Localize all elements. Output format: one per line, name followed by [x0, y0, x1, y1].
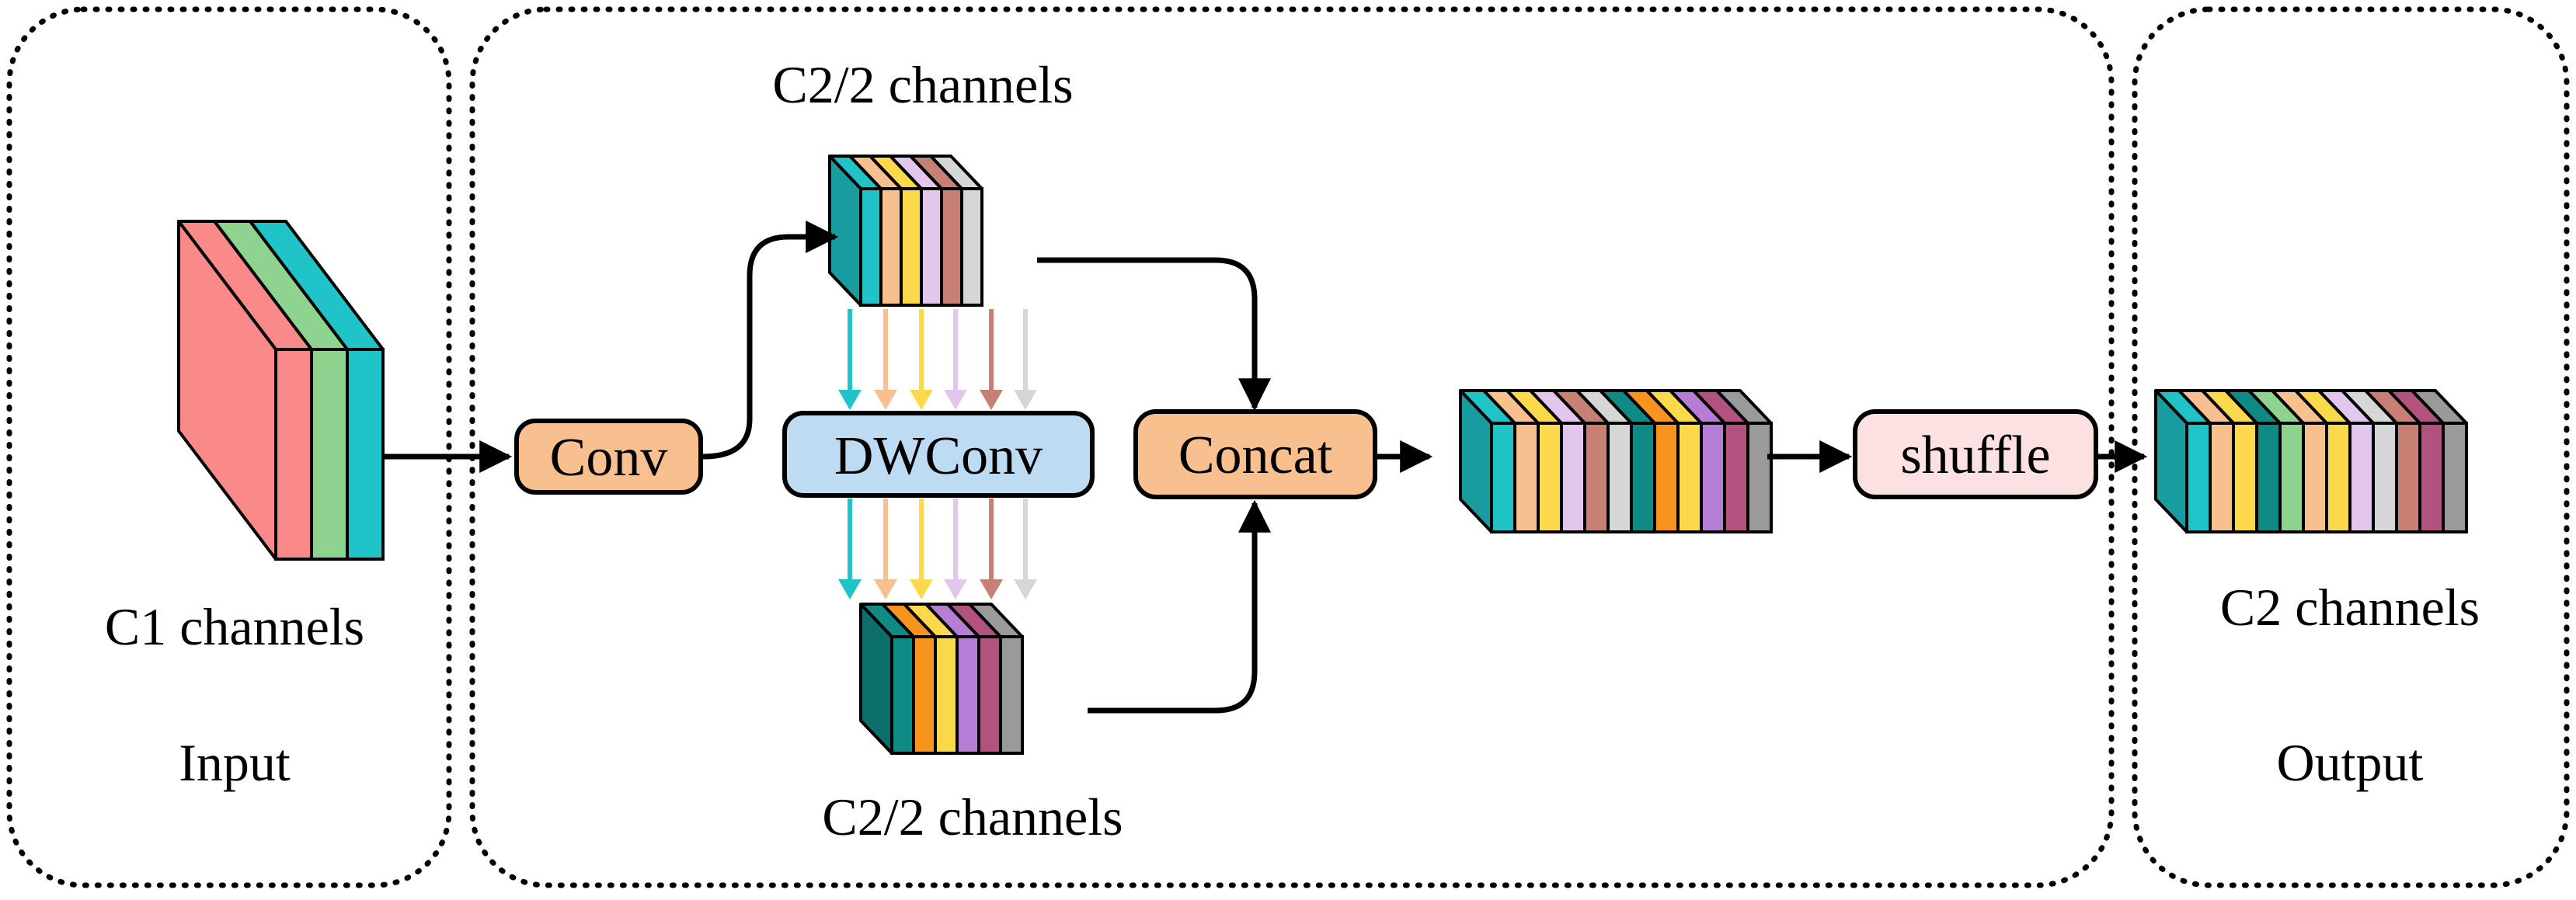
input-caption: C1 channels	[105, 597, 364, 656]
concat-slice-2	[1482, 389, 1540, 533]
concat-slice-10	[1669, 389, 1726, 533]
concat-slice-5	[1552, 389, 1610, 533]
channel-arrow-upper-3	[910, 309, 933, 410]
channel-arrow-upper-1	[838, 309, 862, 410]
top-branch-label: C2/2 channels	[772, 55, 1073, 114]
output-slice-3	[2201, 389, 2258, 533]
channel-arrow-upper-6	[1014, 309, 1037, 410]
output-slice-9	[2341, 389, 2398, 533]
concat-slice-11	[1692, 389, 1749, 533]
output-slice-6	[2271, 389, 2328, 533]
dwconv-block: DWConv	[782, 411, 1095, 498]
concat-tensor	[1459, 389, 1773, 533]
channel-arrow-lower-2	[874, 499, 897, 599]
input-slice-2	[213, 220, 349, 561]
conv-block: Conv	[514, 419, 703, 495]
output-slice-10	[2364, 389, 2421, 533]
dwconv-label: DWConv	[834, 426, 1043, 486]
input-panel	[6, 6, 452, 888]
input-title: Input	[179, 733, 291, 792]
output-slice-4	[2224, 389, 2282, 533]
concat-slice-1	[1459, 389, 1516, 533]
input-slice-3	[249, 220, 385, 561]
top-slice-5	[909, 155, 963, 307]
concat-block: Concat	[1133, 409, 1377, 499]
channel-arrow-upper-4	[944, 309, 967, 410]
input-tensor	[177, 220, 385, 561]
channel-arrow-upper-2	[874, 309, 897, 410]
channel-arrow-lower-6	[1014, 499, 1037, 599]
top-to-concat-arrow	[1037, 257, 1271, 412]
shuffle-block: shuffle	[1853, 409, 2098, 499]
shuffle-label: shuffle	[1900, 426, 2050, 485]
concat-slice-7	[1599, 389, 1656, 533]
bottom-slice-3	[903, 603, 959, 755]
concat-label: Concat	[1178, 426, 1333, 485]
channel-arrow-lower-3	[910, 499, 933, 599]
conv-label: Conv	[550, 428, 668, 488]
top-slice-4	[889, 155, 943, 307]
bottom-slice-5	[946, 603, 1002, 755]
channel-arrow-upper-5	[980, 309, 1003, 410]
bottom-to-concat-arrow	[1088, 499, 1271, 714]
concat-slice-3	[1506, 389, 1563, 533]
bottom-branch-label: C2/2 channels	[822, 787, 1123, 846]
output-tensor	[2154, 389, 2468, 533]
conv-to-top-arrow	[702, 221, 839, 460]
process-panel	[469, 6, 2115, 888]
output-title: Output	[2277, 733, 2424, 792]
output-slice-7	[2294, 389, 2351, 533]
top-slice-2	[848, 155, 903, 307]
channel-arrow-lower-1	[838, 499, 862, 599]
channel-arrow-lower-5	[980, 499, 1003, 599]
bottom-slice-2	[881, 603, 937, 755]
bottom-branch-tensor	[859, 603, 1024, 755]
bottom-slice-1	[859, 603, 915, 755]
output-slice-12	[2411, 389, 2468, 533]
channel-arrows	[838, 309, 1037, 599]
top-slice-1	[828, 155, 882, 307]
top-branch-tensor	[828, 155, 983, 307]
output-caption: C2 channels	[2220, 578, 2480, 637]
input-slice-1	[177, 220, 313, 561]
channel-arrow-lower-4	[944, 499, 967, 599]
output-slice-1	[2154, 389, 2212, 533]
output-slice-2	[2177, 389, 2235, 533]
